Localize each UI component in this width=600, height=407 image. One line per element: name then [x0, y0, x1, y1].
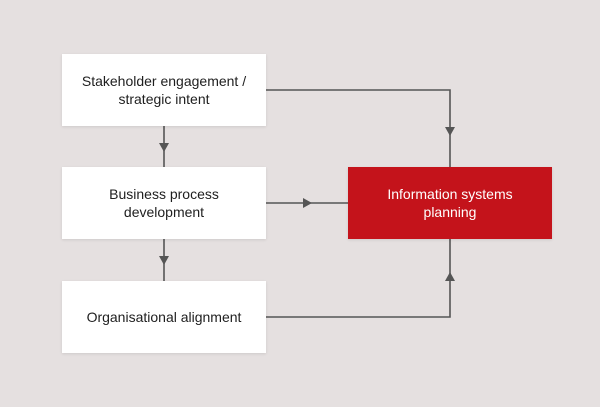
- node-stakeholder-engagement: Stakeholder engagement / strategic inten…: [62, 54, 266, 126]
- arrow-stakeholder-to-infosys: [266, 89, 451, 167]
- arrowhead-business-to-alignment: [159, 256, 169, 265]
- node-business-process-label: Business process development: [109, 186, 219, 220]
- node-stakeholder-engagement-label: Stakeholder engagement / strategic inten…: [81, 73, 247, 107]
- arrowhead-stakeholder-to-infosys: [445, 127, 455, 136]
- arrowhead-business-to-infosys: [303, 198, 312, 208]
- arrow-alignment-to-infosys: [266, 239, 451, 318]
- arrowhead-stakeholder-to-business: [159, 143, 169, 152]
- node-information-systems-planning: Information systems planning: [348, 167, 552, 239]
- node-organisational-alignment-label: Organisational alignment: [86, 309, 242, 325]
- arrowhead-alignment-to-infosys: [445, 272, 455, 281]
- node-business-process: Business process development: [62, 167, 266, 239]
- node-organisational-alignment: Organisational alignment: [62, 281, 266, 353]
- node-information-systems-planning-label: Information systems planning: [387, 186, 513, 220]
